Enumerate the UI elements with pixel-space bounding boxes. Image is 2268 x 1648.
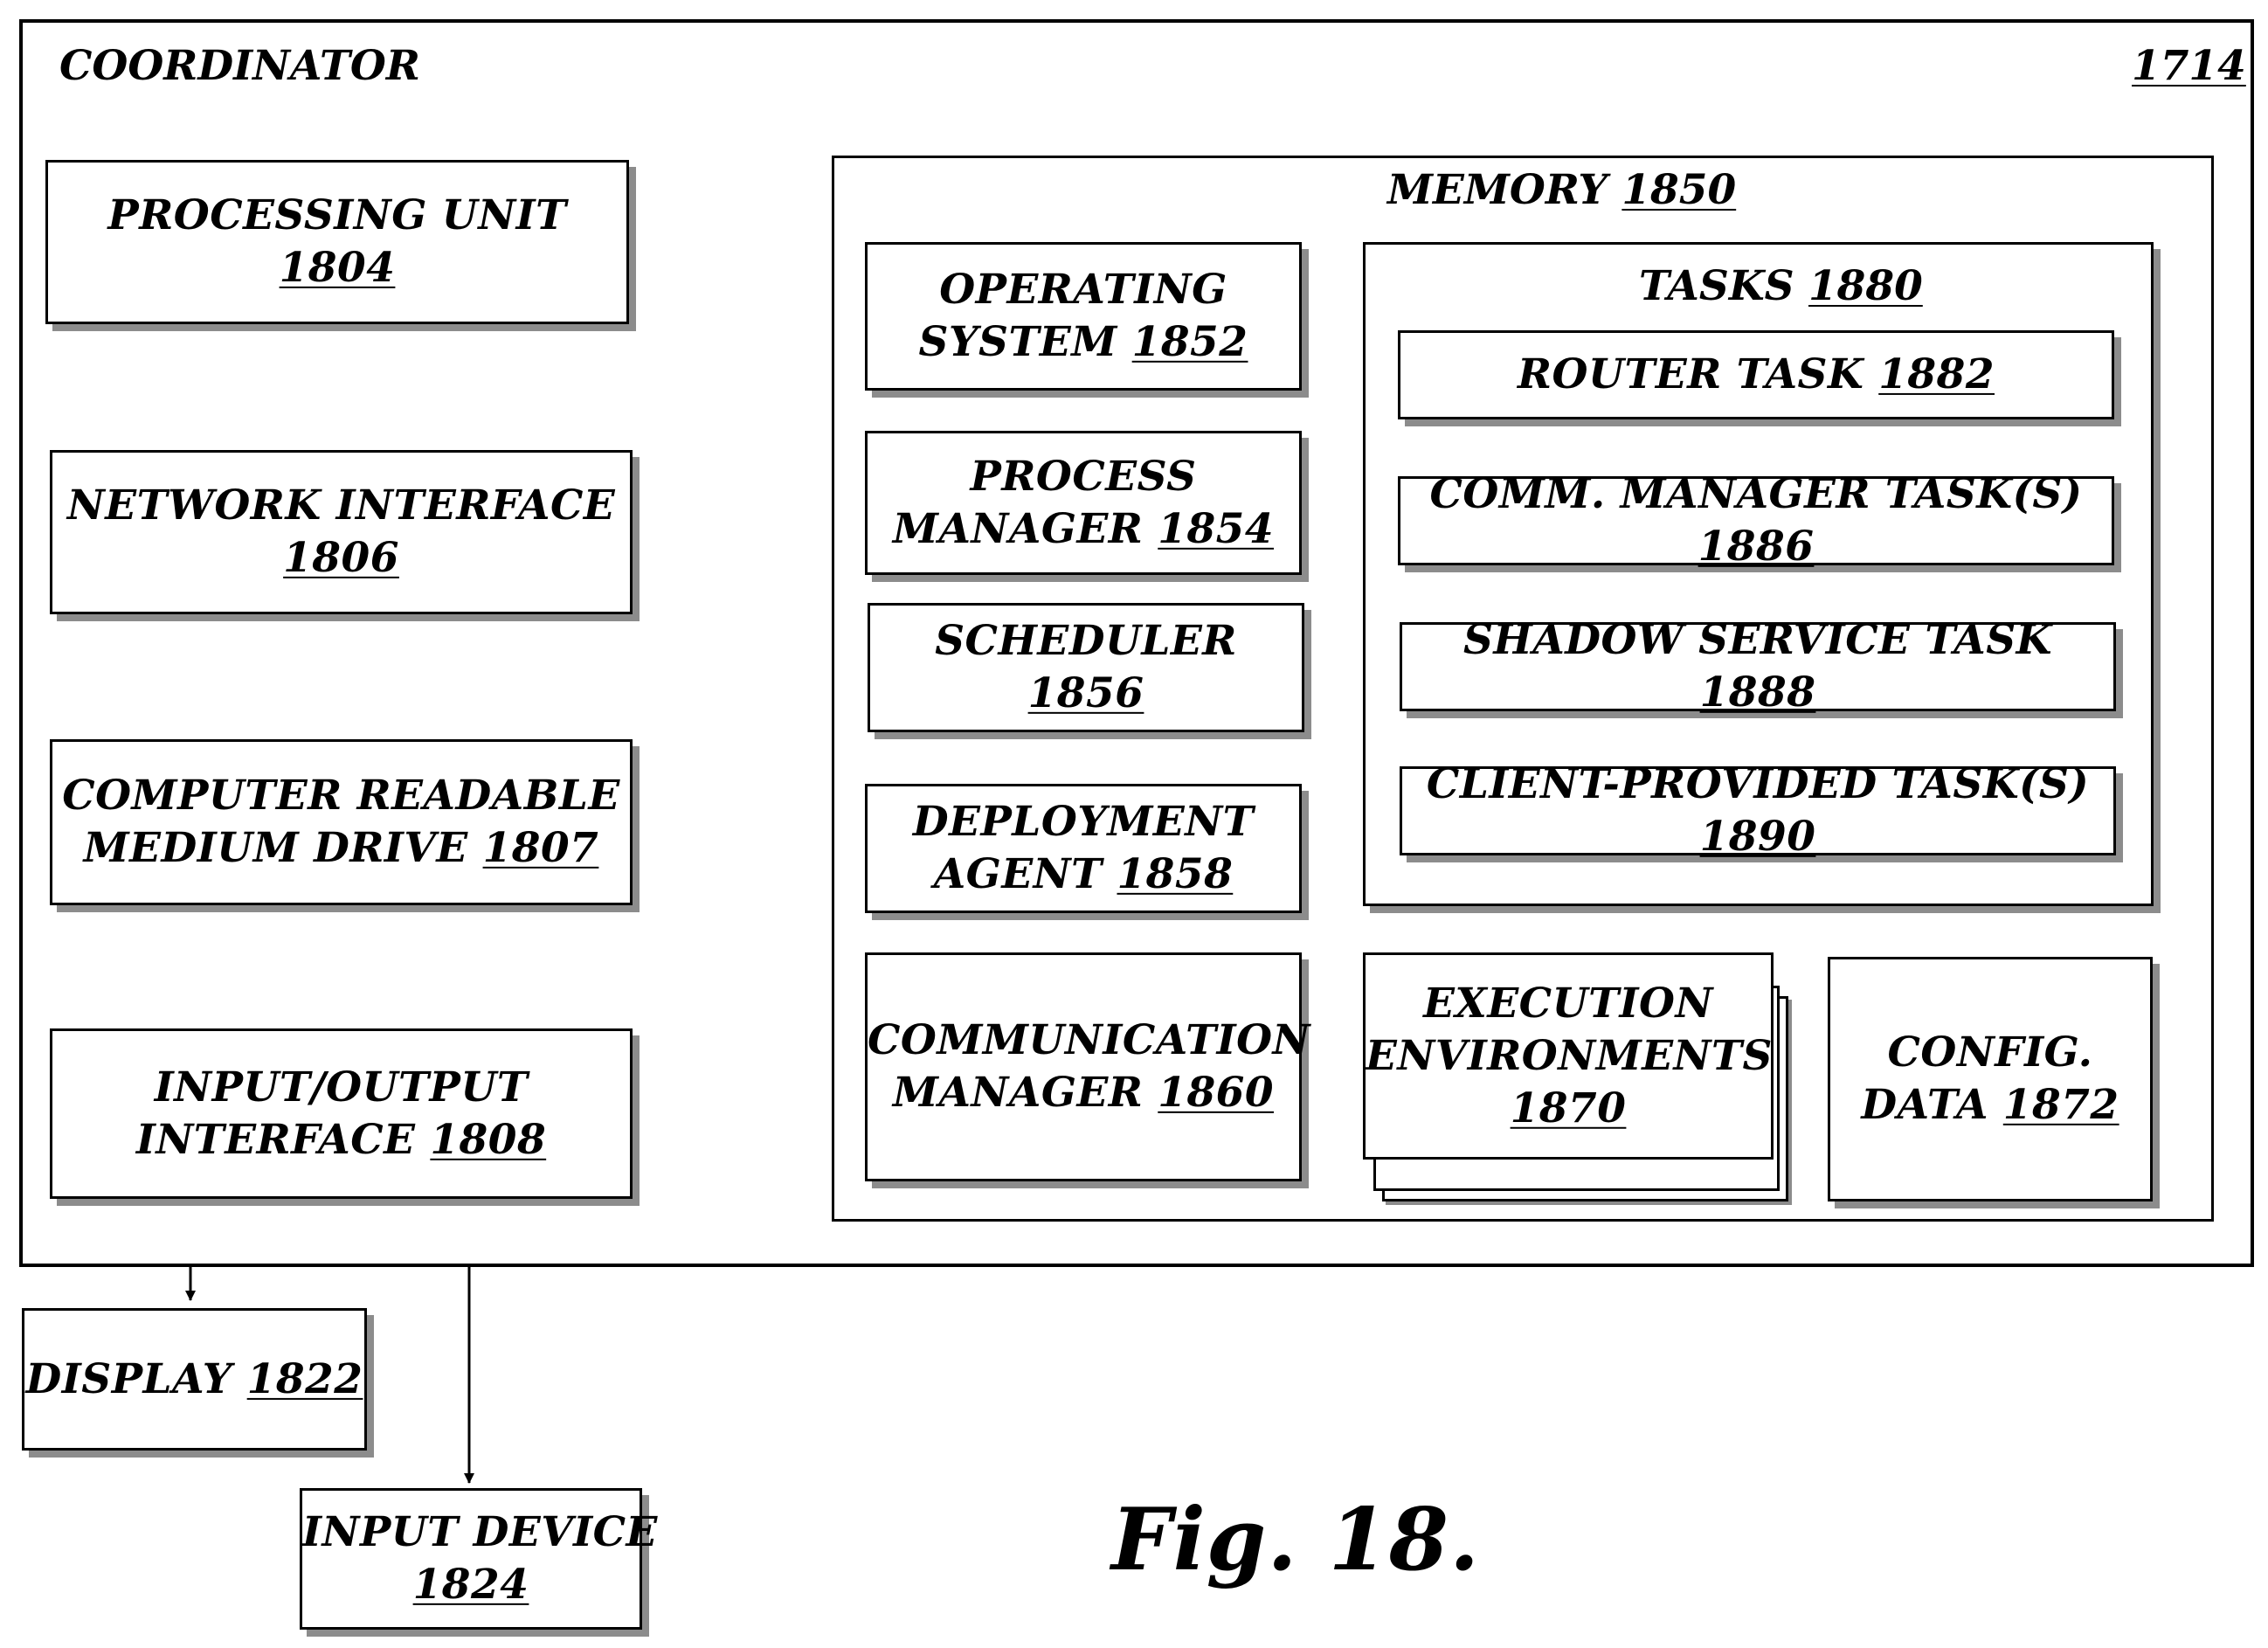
figure-label: Fig. 18. <box>1111 1490 1480 1590</box>
shadow-service-task-box: SHADOW SERVICE TASK 1888 <box>1400 622 2116 711</box>
tasks-title: TASKS 1880 <box>1639 262 1923 310</box>
scheduler-box: SCHEDULER 1856 <box>868 603 1304 732</box>
config-data-box: CONFIG.DATA 1872 <box>1828 957 2153 1201</box>
deployment-agent-box: DEPLOYMENTAGENT 1858 <box>865 784 1302 913</box>
processing-unit-box: PROCESSING UNIT 1804 <box>45 160 629 324</box>
comm-manager-tasks-box: COMM. MANAGER TASK(S) 1886 <box>1398 476 2114 565</box>
network-interface-box: NETWORK INTERFACE1806 <box>50 450 633 614</box>
coordinator-title: COORDINATOR <box>59 42 420 90</box>
communication-manager-box: COMMUNICATIONMANAGER 1860 <box>865 952 1302 1181</box>
client-provided-tasks-box: CLIENT-PROVIDED TASK(S) 1890 <box>1400 766 2116 855</box>
input-output-interface-box: INPUT/OUTPUTINTERFACE 1808 <box>50 1028 633 1199</box>
operating-system-box: OPERATINGSYSTEM 1852 <box>865 242 1302 391</box>
execution-environments-box: EXECUTIONENVIRONMENTS1870 <box>1363 952 1774 1160</box>
computer-readable-medium-drive-box: COMPUTER READABLEMEDIUM DRIVE 1807 <box>50 739 633 905</box>
memory-title: MEMORY 1850 <box>1387 166 1736 214</box>
input-device-box: INPUT DEVICE1824 <box>300 1488 642 1630</box>
coordinator-ref: 1714 <box>2132 42 2246 90</box>
process-manager-box: PROCESSMANAGER 1854 <box>865 431 1302 575</box>
display-box: DISPLAY 1822 <box>22 1308 367 1451</box>
router-task-box: ROUTER TASK 1882 <box>1398 330 2114 419</box>
